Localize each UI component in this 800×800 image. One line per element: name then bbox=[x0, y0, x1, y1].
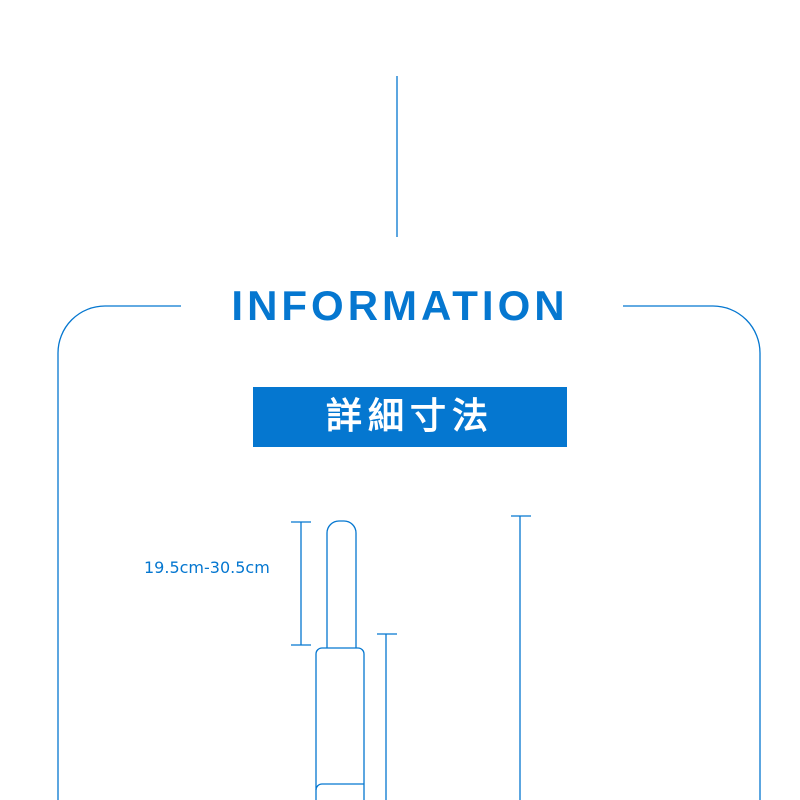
dimension-line-mid bbox=[377, 633, 397, 800]
dimension-line-right bbox=[511, 515, 531, 800]
frame-right bbox=[623, 305, 761, 800]
frame-left bbox=[57, 305, 181, 800]
dimension-label: 19.5cm-30.5cm bbox=[144, 558, 270, 577]
handle-grip-shape bbox=[315, 783, 364, 791]
handle-extension-shape bbox=[326, 520, 357, 648]
section-banner: 詳細寸法 bbox=[253, 387, 567, 447]
dimension-bracket bbox=[291, 521, 311, 646]
page-title: INFORMATION bbox=[231, 282, 569, 329]
handle-body-shape bbox=[315, 647, 365, 800]
